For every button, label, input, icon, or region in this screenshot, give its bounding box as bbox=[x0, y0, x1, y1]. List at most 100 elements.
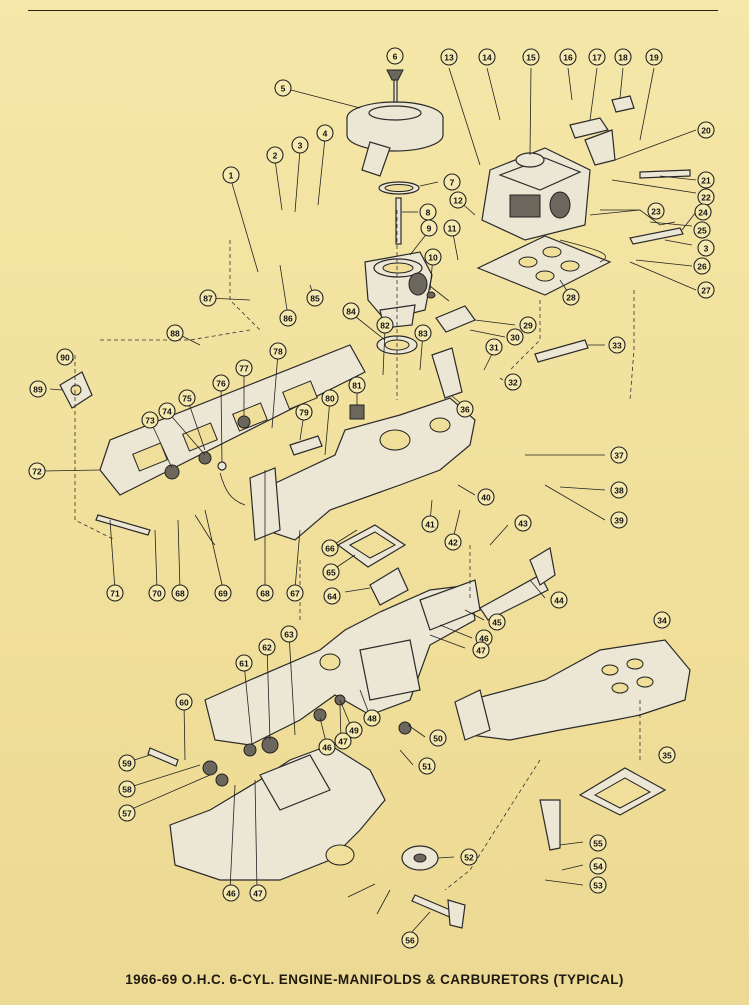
callout-number: 32 bbox=[508, 378, 518, 388]
callout-47: 47 bbox=[249, 884, 267, 902]
callout-number: 20 bbox=[701, 126, 711, 136]
callout-10: 10 bbox=[424, 248, 442, 266]
callout-number: 47 bbox=[476, 646, 486, 656]
callout-number: 38 bbox=[614, 486, 624, 496]
callout-58: 58 bbox=[118, 780, 136, 798]
callout-number: 85 bbox=[310, 294, 320, 304]
callout-number: 8 bbox=[426, 208, 431, 218]
callout-number: 65 bbox=[326, 568, 336, 578]
callout-number: 68 bbox=[175, 589, 185, 599]
callout-54: 54 bbox=[589, 857, 607, 875]
callout-29: 29 bbox=[519, 316, 537, 334]
callout-number: 12 bbox=[453, 196, 463, 206]
callout-33: 33 bbox=[608, 336, 626, 354]
callout-number: 47 bbox=[338, 737, 348, 747]
callout-number: 16 bbox=[563, 53, 573, 63]
callout-number: 68 bbox=[260, 589, 270, 599]
callout-3: 3 bbox=[697, 239, 715, 257]
callout-circle bbox=[269, 342, 287, 360]
callout-number: 47 bbox=[253, 889, 263, 899]
callout-28: 28 bbox=[562, 288, 580, 306]
callout-number: 19 bbox=[649, 53, 659, 63]
callout-60: 60 bbox=[175, 693, 193, 711]
callout-41: 41 bbox=[421, 515, 439, 533]
callout-15: 15 bbox=[522, 48, 540, 66]
callout-number: 36 bbox=[460, 405, 470, 415]
callout-circle bbox=[118, 754, 136, 772]
callout-66: 66 bbox=[321, 539, 339, 557]
callout-64: 64 bbox=[323, 587, 341, 605]
callout-circle bbox=[608, 336, 626, 354]
callout-number: 87 bbox=[203, 294, 213, 304]
callout-circle bbox=[443, 219, 461, 237]
callout-number: 69 bbox=[218, 589, 228, 599]
callout-number: 66 bbox=[325, 544, 335, 554]
callout-number: 33 bbox=[612, 341, 622, 351]
callout-circle bbox=[488, 613, 506, 631]
callout-circle bbox=[318, 738, 336, 756]
callout-number: 86 bbox=[283, 314, 293, 324]
callout-number: 83 bbox=[418, 329, 428, 339]
callout-circle bbox=[588, 48, 606, 66]
callout-number: 1 bbox=[229, 171, 234, 181]
parts-drawing bbox=[59, 69, 691, 929]
callout-circle bbox=[697, 239, 715, 257]
callout-63: 63 bbox=[280, 625, 298, 643]
callout-number: 82 bbox=[380, 321, 390, 331]
callout-number: 39 bbox=[614, 516, 624, 526]
callout-77: 77 bbox=[235, 359, 253, 377]
callout-8: 8 bbox=[419, 203, 437, 221]
callout-number: 21 bbox=[701, 176, 711, 186]
callout-48: 48 bbox=[363, 709, 381, 727]
callout-number: 55 bbox=[593, 839, 603, 849]
callout-number: 46 bbox=[322, 743, 332, 753]
callout-number: 3 bbox=[704, 244, 709, 254]
callout-76: 76 bbox=[212, 374, 230, 392]
callout-number: 5 bbox=[281, 84, 286, 94]
callout-circle bbox=[279, 309, 297, 327]
manifold-lower bbox=[204, 579, 481, 746]
callout-number: 56 bbox=[405, 936, 415, 946]
callout-30: 30 bbox=[506, 328, 524, 346]
callout-circle bbox=[118, 780, 136, 798]
callout-circle bbox=[291, 136, 309, 154]
callout-87: 87 bbox=[199, 289, 217, 307]
callout-circle bbox=[559, 48, 577, 66]
callout-47: 47 bbox=[334, 732, 352, 750]
callout-7: 7 bbox=[443, 173, 461, 191]
callout-number: 10 bbox=[428, 253, 438, 263]
callout-83: 83 bbox=[414, 324, 432, 342]
callout-circle bbox=[214, 584, 232, 602]
callout-number: 30 bbox=[510, 333, 520, 343]
callout-circle bbox=[256, 584, 274, 602]
callout-number: 26 bbox=[697, 262, 707, 272]
callout-circle bbox=[693, 221, 711, 239]
callout-number: 88 bbox=[170, 329, 180, 339]
callout-number: 71 bbox=[110, 589, 120, 599]
callout-circle bbox=[647, 202, 665, 220]
callout-number: 54 bbox=[593, 862, 603, 872]
callout-number: 78 bbox=[273, 347, 283, 357]
callout-circle bbox=[280, 625, 298, 643]
callout-71: 71 bbox=[106, 584, 124, 602]
callout-50: 50 bbox=[429, 729, 447, 747]
callout-43: 43 bbox=[514, 514, 532, 532]
callout-circle bbox=[158, 402, 176, 420]
callout-number: 70 bbox=[152, 589, 162, 599]
callout-90: 90 bbox=[56, 348, 74, 366]
callout-circle bbox=[321, 539, 339, 557]
callout-32: 32 bbox=[504, 373, 522, 391]
callout-circle bbox=[141, 411, 159, 429]
callout-circle bbox=[106, 584, 124, 602]
callout-number: 59 bbox=[122, 759, 132, 769]
callout-circle bbox=[212, 374, 230, 392]
callout-37: 37 bbox=[610, 446, 628, 464]
callout-circle bbox=[440, 48, 458, 66]
callout-19: 19 bbox=[645, 48, 663, 66]
callout-82: 82 bbox=[376, 316, 394, 334]
callout-circle bbox=[222, 884, 240, 902]
callout-circle bbox=[249, 884, 267, 902]
callout-circle bbox=[449, 191, 467, 209]
callout-73: 73 bbox=[141, 411, 159, 429]
callout-number: 9 bbox=[427, 224, 432, 234]
